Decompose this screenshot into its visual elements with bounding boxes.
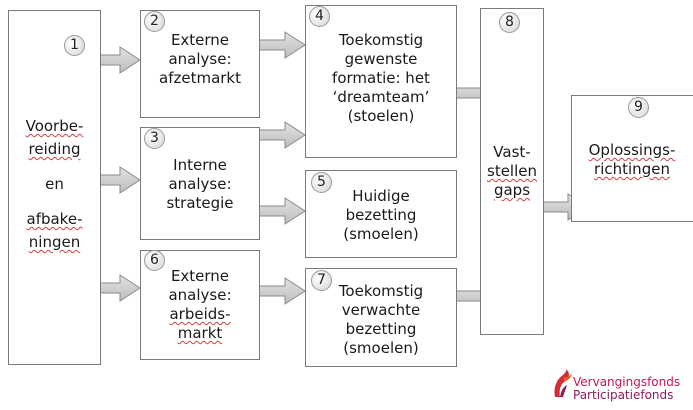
- step-1-label: Voorbe- reiding en afbake- ningen: [25, 117, 84, 251]
- step-4-label: Toekomstig gewenste formatie: het ‘dream…: [332, 31, 430, 125]
- arrow-1-to-2: [99, 46, 141, 74]
- step-3-label: Interne analyse: strategie: [166, 156, 234, 212]
- arrow-6-to-7: [258, 277, 306, 305]
- step-5-label: Huidige bezetting (smoelen): [343, 187, 419, 243]
- step-7-number: 7: [311, 270, 332, 291]
- step-8-number: 8: [499, 12, 520, 33]
- step-3-number: 3: [144, 128, 165, 149]
- arrow-3-to-5: [258, 197, 306, 225]
- step-1-number: 1: [64, 35, 85, 56]
- arrow-1-to-3: [99, 166, 141, 194]
- vervangingsfonds-logo-icon: [554, 369, 572, 397]
- step-8-label: Vast- stellen gaps: [487, 143, 537, 199]
- step-5-number: 5: [311, 172, 332, 193]
- step-8-box: [480, 8, 544, 335]
- step-6-number: 6: [144, 250, 165, 271]
- step-7-label: Toekomstig verwachte bezetting (smoelen): [338, 282, 424, 357]
- logo-text-participatiefonds: Participatiefonds: [573, 388, 674, 402]
- arrow-1-to-6: [99, 274, 141, 302]
- step-9-number: 9: [628, 97, 649, 118]
- step-2-number: 2: [144, 11, 165, 32]
- arrow-2-to-4: [258, 31, 306, 59]
- step-4-box: [305, 5, 457, 158]
- step-6-label: Externe analyse: arbeids- markt: [168, 267, 232, 342]
- step-1-box: [8, 10, 101, 365]
- step-4-number: 4: [309, 6, 330, 27]
- arrow-3-to-4: [258, 121, 306, 149]
- step-9-label: Oplossings- richtingen: [588, 141, 676, 178]
- logo-text-vervangingsfonds: Vervangingsfonds: [573, 375, 681, 389]
- step-2-label: Externe analyse: afzetmarkt: [159, 31, 241, 87]
